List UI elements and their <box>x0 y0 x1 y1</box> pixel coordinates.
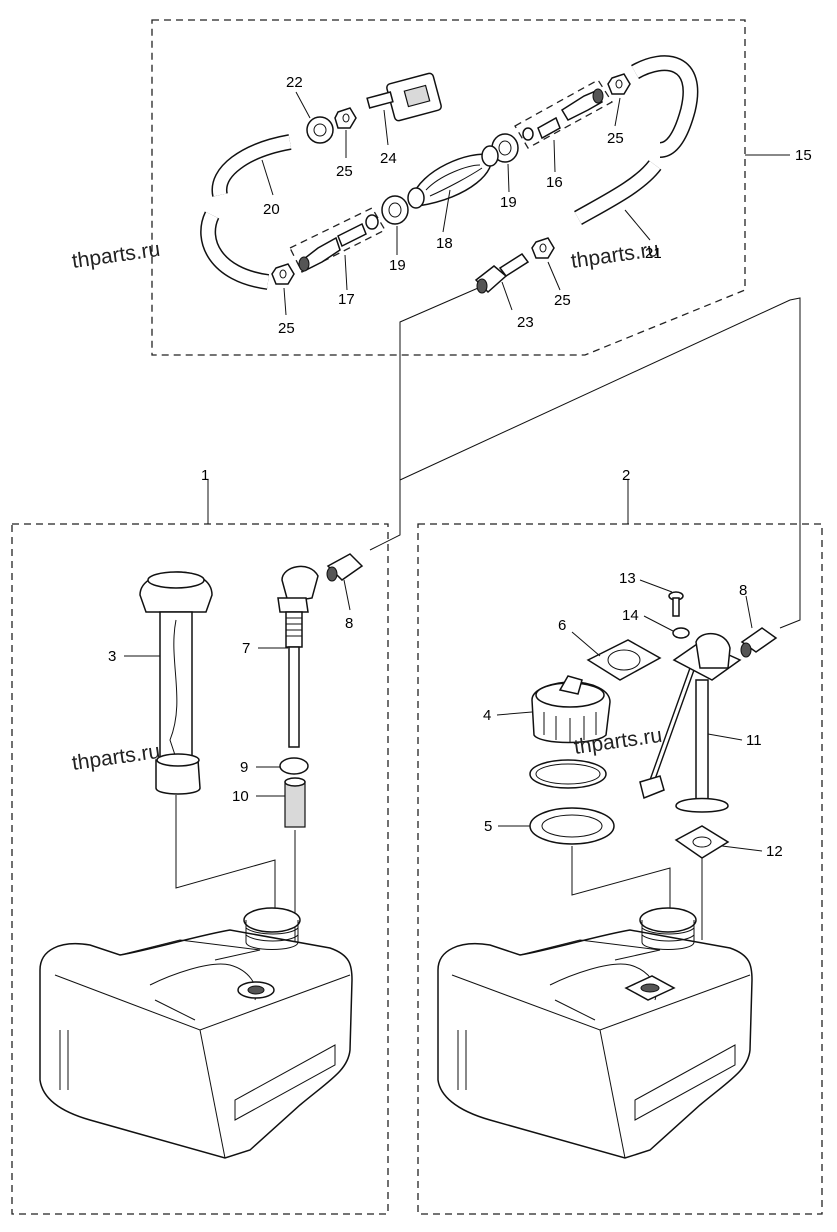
pickup-gauge-11 <box>639 633 742 813</box>
callout-label: 3 <box>108 648 116 665</box>
connection-line-23-to-8 <box>369 284 486 551</box>
o-ring-cap <box>529 759 607 789</box>
callout-label: 18 <box>436 235 453 252</box>
callout-label: 6 <box>558 617 566 634</box>
callout-label: 16 <box>546 174 563 191</box>
fuel-cap-4 <box>531 675 611 744</box>
nut-25-left <box>271 263 295 285</box>
washer-14 <box>672 627 690 639</box>
connection-line-hose-to-8 <box>399 297 801 629</box>
callout-label: 12 <box>766 843 783 860</box>
callout-label: 8 <box>739 582 747 599</box>
callout-label: 9 <box>240 759 248 776</box>
callout-label: 25 <box>554 292 571 309</box>
fitting-8-right <box>740 627 778 658</box>
callout-label: 25 <box>278 320 295 337</box>
callout-label: 15 <box>795 147 812 164</box>
fitting-group-16-box <box>514 79 613 149</box>
ring-19-left <box>381 195 409 225</box>
lock-ring-5 <box>529 807 615 845</box>
nut-25-right <box>607 73 631 95</box>
callout-label: 10 <box>232 788 249 805</box>
gasket-sheet-6 <box>586 639 662 681</box>
callout-label: 7 <box>242 640 250 657</box>
callout-label: 21 <box>645 245 662 262</box>
callout-label: 19 <box>500 194 517 211</box>
callout-label: 1 <box>201 467 209 484</box>
nut-25-top <box>334 107 357 129</box>
fitting-group-17-box <box>289 207 386 273</box>
fitting-8-left <box>326 553 364 582</box>
callout-label: 24 <box>380 150 397 167</box>
fuel-tank-2 <box>437 907 753 1159</box>
gasket-12 <box>674 825 730 859</box>
callout-label: 8 <box>345 615 353 632</box>
primer-bulb-18 <box>407 145 499 209</box>
tank-assembly-1-group-box <box>11 523 389 1215</box>
o-ring-9 <box>279 757 309 775</box>
callout-label: 20 <box>263 201 280 218</box>
callout-label: 5 <box>484 818 492 835</box>
ring-22 <box>306 116 334 144</box>
fuel-gauge-3 <box>139 571 213 795</box>
connector-24 <box>366 72 442 122</box>
callout-label: 25 <box>336 163 353 180</box>
callout-label: 13 <box>619 570 636 587</box>
callout-leaders <box>124 91 763 852</box>
filter-10 <box>284 777 306 828</box>
callout-label: 22 <box>286 74 303 91</box>
fitting-16 <box>522 88 604 141</box>
callout-label: 4 <box>483 707 491 724</box>
callout-label: 11 <box>746 732 762 749</box>
callout-label: 14 <box>622 607 639 624</box>
fitting-17 <box>298 214 379 272</box>
callout-label: 17 <box>338 291 355 308</box>
watermark: thparts.ru <box>70 238 161 273</box>
tank-assembly-2-group-box <box>417 523 823 1215</box>
callout-label: 23 <box>517 314 534 331</box>
callout-label: 19 <box>389 257 406 274</box>
fuel-tank-1 <box>39 907 353 1159</box>
callout-label: 2 <box>622 467 630 484</box>
pickup-7 <box>277 565 319 748</box>
nut-25-bottom <box>531 237 555 259</box>
callout-label: 25 <box>607 130 624 147</box>
screw-13 <box>668 591 684 617</box>
watermark: thparts.ru <box>70 740 161 775</box>
fuel-line-kit-group-box <box>151 19 746 356</box>
fitting-23 <box>474 252 530 294</box>
